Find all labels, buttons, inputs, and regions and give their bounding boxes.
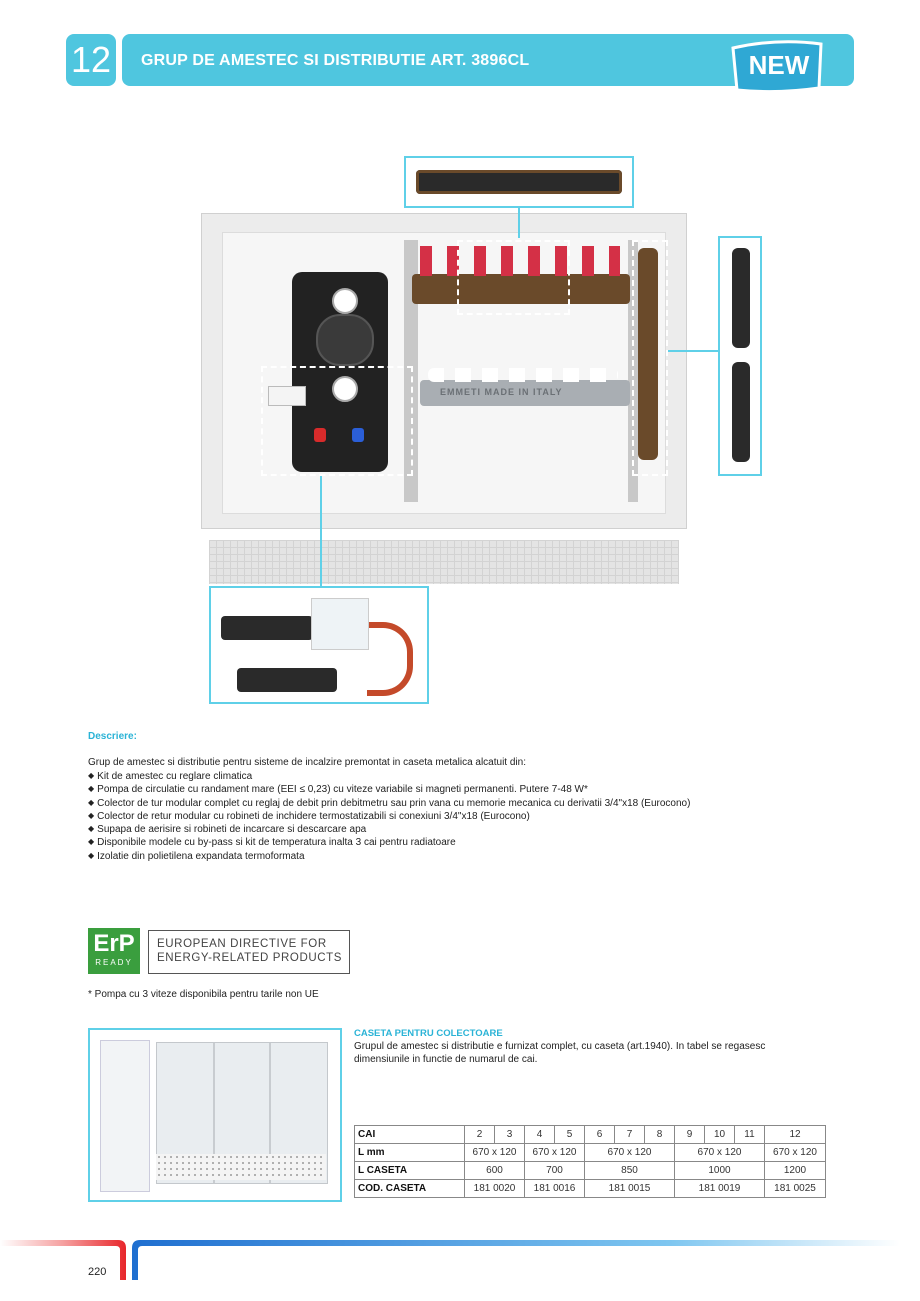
table-header: COD. CASETA	[354, 1179, 465, 1198]
table-header: L CASETA	[354, 1161, 465, 1180]
callout-air-vent	[718, 236, 762, 476]
callout-bypass-kit	[209, 586, 429, 704]
table-cell: 3	[494, 1125, 525, 1144]
list-item: Pompa de circulatie cu randament mare (E…	[88, 783, 690, 796]
table-row: CAI 2 3 4 5 6 7 8 9 10 11 12	[354, 1125, 826, 1144]
table-cell: 181 0019	[674, 1179, 765, 1198]
mixing-actuator	[268, 386, 306, 406]
table-cell: 670 x 120	[674, 1143, 765, 1162]
return-manifold	[420, 380, 630, 406]
erp-logo-text: ErP	[93, 930, 135, 957]
callout-bypass-valves	[311, 598, 369, 650]
cabinet-grille	[156, 1154, 326, 1180]
new-badge: NEW	[727, 38, 827, 96]
table-row: L mm 670 x 120 670 x 120 670 x 120 670 x…	[354, 1143, 826, 1162]
callout-connector	[668, 350, 718, 352]
table-cell: 181 0020	[464, 1179, 525, 1198]
flow-manifold	[412, 274, 630, 304]
table-cell: 5	[554, 1125, 585, 1144]
callout-flow-manifold	[404, 156, 634, 208]
list-item: Supapa de aerisire si robineti de incarc…	[88, 823, 690, 836]
valve-blue	[352, 428, 364, 442]
caseta-description: Grupul de amestec si distributie e furni…	[354, 1041, 766, 1065]
table-cell: 10	[704, 1125, 735, 1144]
callout-bypass-pipe	[367, 622, 413, 696]
table-cell: 11	[734, 1125, 765, 1144]
table-cell: 181 0025	[764, 1179, 826, 1198]
callout-air-vent-image	[732, 362, 750, 462]
flowmeters	[420, 246, 620, 276]
callout-bypass-image	[221, 616, 313, 640]
erp-logo: ErP READY	[88, 928, 140, 974]
list-item: Disponibile modele cu by-pass si kit de …	[88, 836, 690, 849]
table-cell: 181 0015	[584, 1179, 675, 1198]
table-cell: 700	[524, 1161, 585, 1180]
table-cell: 4	[524, 1125, 555, 1144]
mixing-highlight	[261, 366, 413, 476]
table-cell: 1200	[764, 1161, 826, 1180]
description-title: Descriere:	[88, 731, 137, 742]
callout-connector	[518, 208, 520, 238]
description-intro: Grup de amestec si distributie pentru si…	[88, 757, 526, 768]
description-list: Kit de amestec cu reglare climatica Pomp…	[88, 770, 690, 863]
thermometer	[332, 288, 358, 314]
callout-connector	[320, 476, 322, 586]
table-header: L mm	[354, 1143, 465, 1162]
table-cell: 670 x 120	[524, 1143, 585, 1162]
table-cell: 850	[584, 1161, 675, 1180]
callout-bypass-image	[237, 668, 337, 692]
table-cell: 1000	[674, 1161, 765, 1180]
pump	[316, 314, 374, 366]
manifold-caps	[428, 368, 618, 382]
thermometer	[332, 376, 358, 402]
table-cell: 2	[464, 1125, 495, 1144]
table-cell: 670 x 120	[464, 1143, 525, 1162]
manifold-brand: EMMETI MADE IN ITALY	[440, 387, 563, 397]
page-title: GRUP DE AMESTEC SI DISTRIBUTIE ART. 3896…	[141, 52, 530, 69]
air-vent-assembly	[638, 248, 658, 460]
table-cell: 8	[644, 1125, 675, 1144]
pump-note: * Pompa cu 3 viteze disponibila pentru t…	[88, 989, 319, 1000]
erp-line-1: EUROPEAN DIRECTIVE FOR	[157, 938, 327, 950]
new-badge-label: NEW	[749, 50, 810, 80]
flowmeter-highlight	[457, 240, 570, 315]
dimension-table: CAI 2 3 4 5 6 7 8 9 10 11 12 L mm 670 x …	[354, 1125, 826, 1198]
table-row: L CASETA 600 700 850 1000 1200	[354, 1161, 826, 1180]
caseta-title: CASETA PENTRU COLECTOARE	[354, 1028, 503, 1039]
table-cell: 7	[614, 1125, 645, 1144]
table-cell: 600	[464, 1161, 525, 1180]
table-cell: 6	[584, 1125, 615, 1144]
chapter-number: 12	[66, 34, 116, 86]
title-bar	[122, 34, 854, 86]
table-cell: 12	[764, 1125, 826, 1144]
valve-red	[314, 428, 326, 442]
erp-line-2: ENERGY-RELATED PRODUCTS	[157, 952, 343, 964]
erp-logo-subtext: READY	[95, 958, 133, 967]
footer-band	[0, 1240, 920, 1284]
table-cell: 181 0016	[524, 1179, 585, 1198]
list-item: Colector de tur modular complet cu regla…	[88, 797, 690, 810]
callout-air-vent-image	[732, 248, 750, 348]
product-illustration: EMMETI MADE IN ITALY	[201, 156, 762, 704]
cabinet-door	[100, 1040, 150, 1192]
table-header: CAI	[354, 1125, 465, 1144]
table-cell: 9	[674, 1125, 705, 1144]
table-row: COD. CASETA 181 0020 181 0016 181 0015 1…	[354, 1179, 826, 1198]
erp-directive-box: EUROPEAN DIRECTIVE FOR ENERGY-RELATED PR…	[148, 930, 350, 974]
cabinet-base-grille	[209, 540, 679, 584]
cabinet-photo	[88, 1028, 342, 1202]
table-cell: 670 x 120	[764, 1143, 826, 1162]
page-number: 220	[88, 1266, 107, 1278]
list-item: Kit de amestec cu reglare climatica	[88, 770, 690, 783]
air-vent-highlight	[632, 240, 668, 476]
list-item: Izolatie din polietilena expandata termo…	[88, 850, 690, 863]
list-item: Colector de retur modular cu robineti de…	[88, 810, 690, 823]
callout-manifold-image	[416, 170, 622, 194]
table-cell: 670 x 120	[584, 1143, 675, 1162]
